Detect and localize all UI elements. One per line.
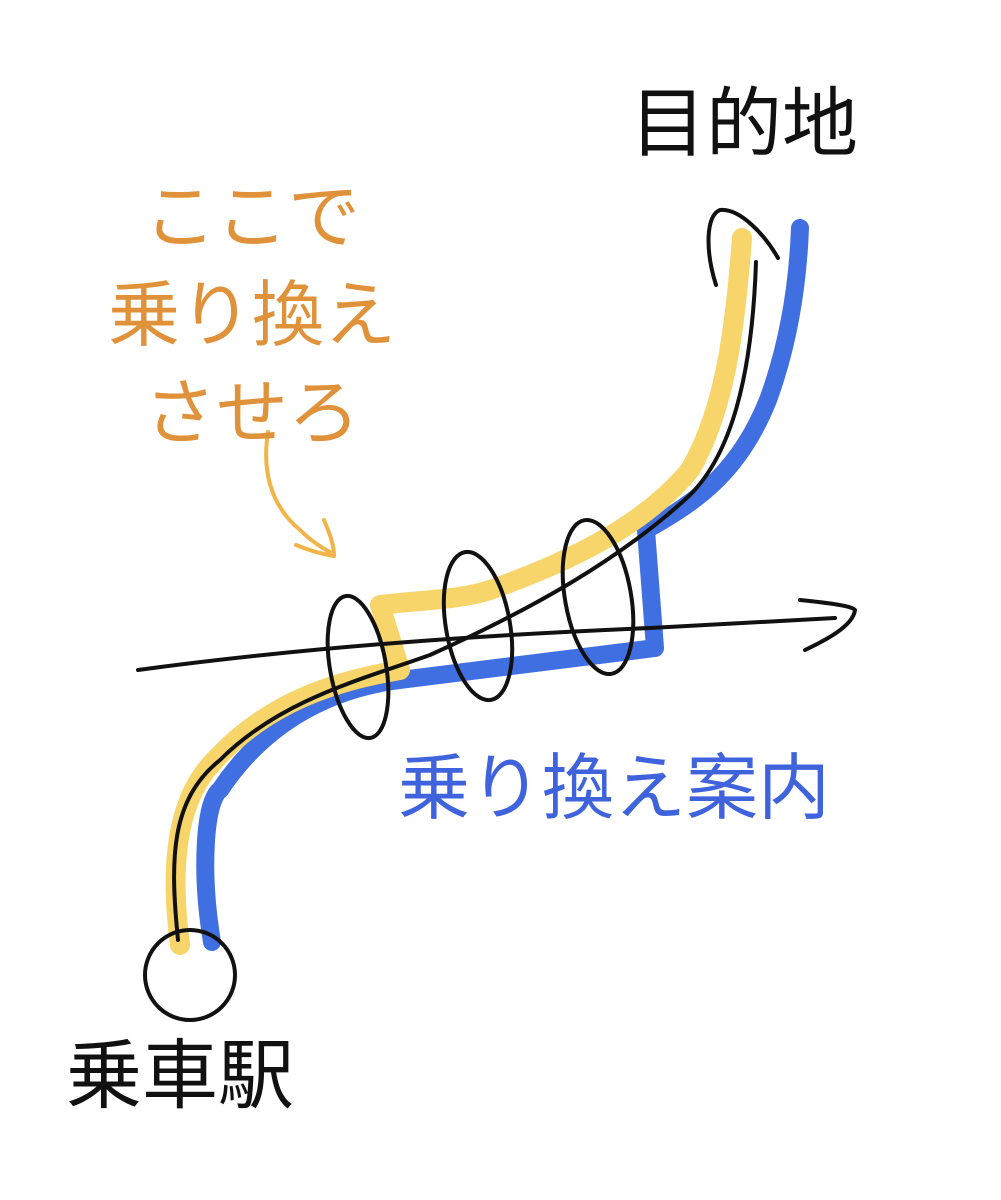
instruction-arrowhead (294, 518, 336, 558)
instruction-arrow (264, 430, 332, 554)
destination-label: 目的地 (630, 79, 858, 168)
boarding-station-label: 乗車駅 (66, 1031, 294, 1120)
transfer-guide-label: 乗り換え案内 (398, 746, 831, 830)
guide-route-line (196, 219, 809, 951)
transfer-point-ring (560, 517, 636, 677)
destination-arrowhead (706, 207, 780, 287)
transfer-line-arrowhead (798, 598, 857, 652)
instruction-line-2: 乗り換え (107, 273, 396, 357)
main-route-line (172, 260, 758, 942)
transfer-point-ring (325, 593, 391, 741)
transfer-point-ring (441, 549, 515, 703)
instruction-line-1: ここで (143, 175, 360, 259)
boarding-station-circle (143, 928, 237, 1022)
instruction-label: ここで 乗り換え させろ (82, 168, 422, 462)
instruction-line-3: させろ (143, 371, 360, 455)
